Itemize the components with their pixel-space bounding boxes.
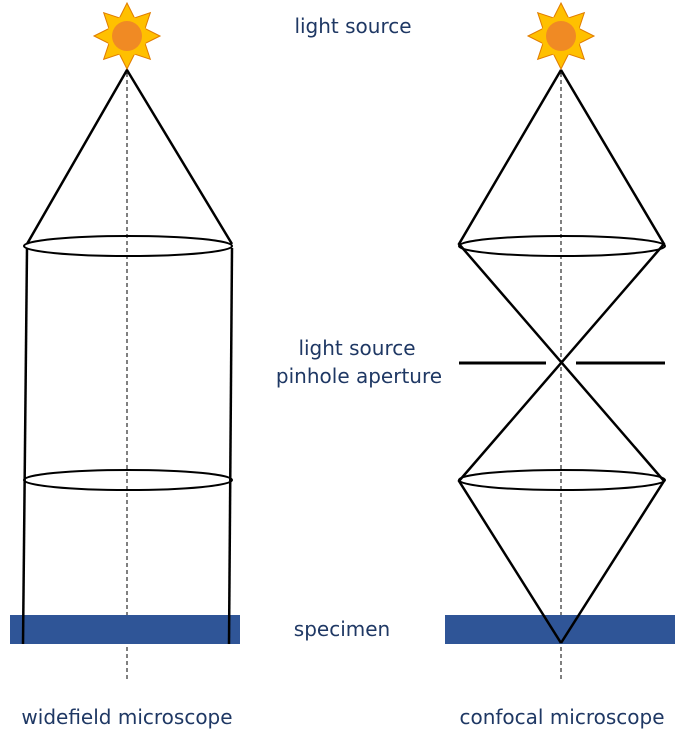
widefield-light-cone <box>25 67 234 245</box>
widefield-upper-lens <box>23 235 233 257</box>
confocal-microscope <box>445 1 675 682</box>
label-confocal-microscope: confocal microscope <box>459 705 664 729</box>
widefield-beam-right <box>227 247 234 645</box>
label-pinhole-line1: light source <box>298 336 415 360</box>
widefield-lower-lens <box>23 469 233 491</box>
label-widefield-microscope: widefield microscope <box>21 705 232 729</box>
confocal-lower-lens <box>458 469 666 491</box>
widefield-beam-left <box>21 247 29 645</box>
label-light-source: light source <box>294 14 411 38</box>
sun-icon <box>92 1 162 71</box>
label-specimen: specimen <box>294 617 390 641</box>
confocal-light-path-right <box>457 69 666 644</box>
sun-icon <box>526 1 596 71</box>
label-pinhole-line2: pinhole aperture <box>276 364 442 388</box>
widefield-specimen <box>10 615 240 644</box>
widefield-microscope <box>10 1 240 682</box>
labels: light source light source pinhole apertu… <box>21 14 664 729</box>
confocal-upper-lens <box>458 235 666 257</box>
